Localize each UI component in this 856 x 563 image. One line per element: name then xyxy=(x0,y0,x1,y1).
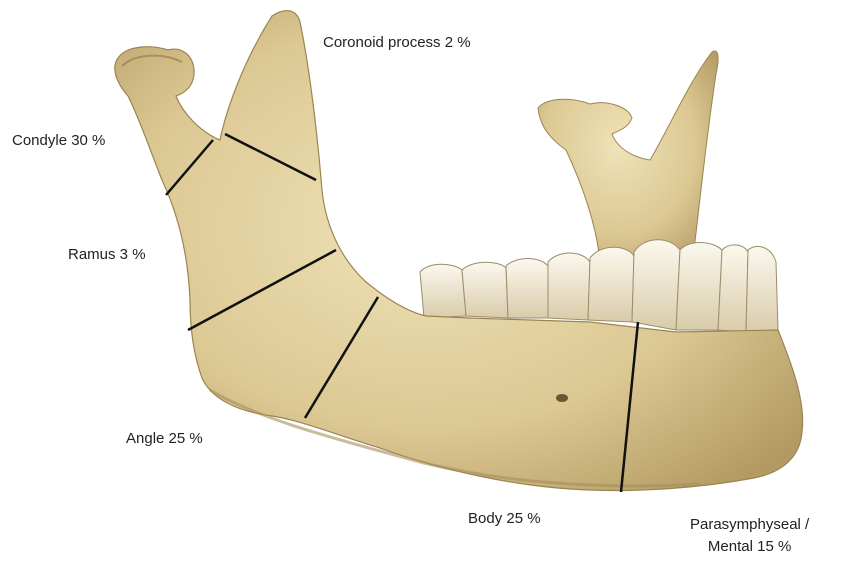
tooth xyxy=(746,246,778,332)
parasymphyseal-label: Parasymphyseal / Mental 15 % xyxy=(690,514,809,558)
ramus-label: Ramus 3 % xyxy=(68,246,146,263)
tooth xyxy=(632,240,680,330)
parasymphyseal-label-line1: Parasymphyseal / xyxy=(690,514,809,536)
tooth xyxy=(506,259,548,319)
mental-foramen xyxy=(556,394,568,402)
coronoid-label: Coronoid process 2 % xyxy=(323,34,471,51)
tooth xyxy=(462,262,508,318)
tooth xyxy=(718,245,748,332)
angle-label: Angle 25 % xyxy=(126,430,203,447)
tooth xyxy=(420,264,466,318)
condyle-label: Condyle 30 % xyxy=(12,132,105,149)
tooth xyxy=(548,253,590,320)
parasymphyseal-label-line2: Mental 15 % xyxy=(690,536,809,558)
tooth xyxy=(676,243,722,331)
tooth xyxy=(588,247,634,322)
body-label: Body 25 % xyxy=(468,510,541,527)
far-ramus xyxy=(538,51,718,262)
